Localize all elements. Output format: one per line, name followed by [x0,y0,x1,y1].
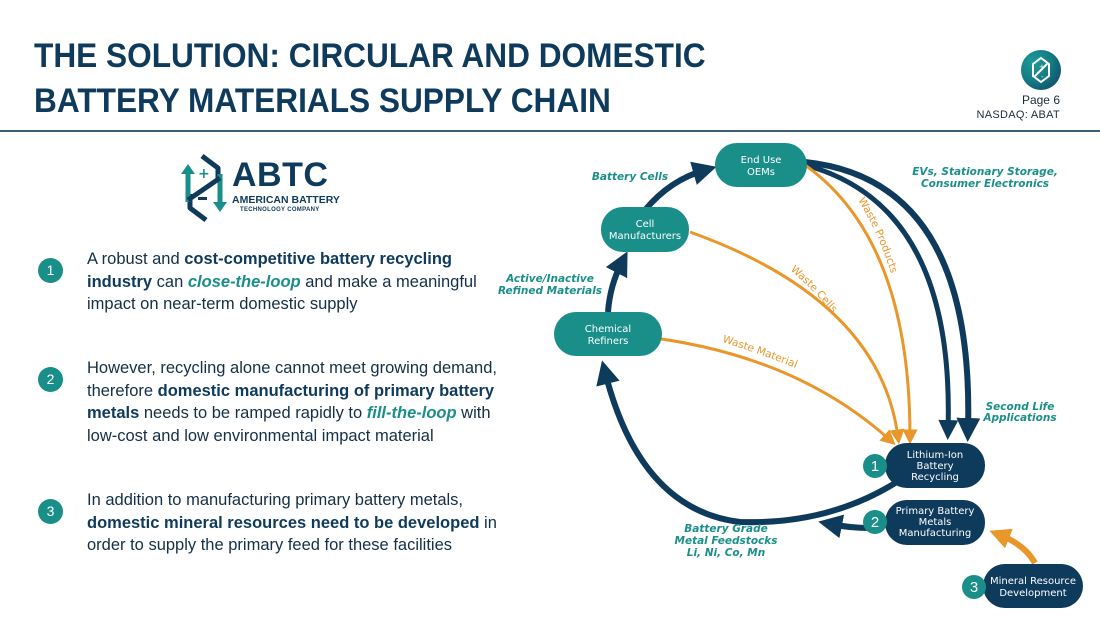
svg-text:Lithium-Ion: Lithium-Ion [907,450,963,461]
node-cell-manufacturers: Cell Manufacturers [601,207,689,252]
svg-text:1: 1 [871,458,879,475]
label-waste-products: Waste Products [855,195,899,274]
point-text: In addition to manufacturing primary bat… [87,489,497,557]
svg-text:Cell: Cell [636,219,655,230]
svg-text:+: + [198,166,210,182]
label-battery-cells: Battery Cells [592,171,668,183]
node-chemical-refiners: Chemical Refiners [554,312,662,356]
svg-text:Manufacturers: Manufacturers [609,231,681,242]
arrow-mineral-to-primary [989,528,1038,565]
label-waste-material: Waste Material [721,333,799,371]
label-second-life-line-1: Second Life [986,401,1055,413]
label-feedstock-line-3: Li, Ni, Co, Mn [687,547,765,559]
arrow-refiners-to-cell [605,251,628,313]
abtc-corner-logo-icon: + - [1021,50,1061,90]
node-li-ion-recycling: Lithium-Ion Battery Recycling [885,443,985,488]
point-number-badge: 3 [38,499,63,524]
svg-text:3: 3 [970,579,978,596]
svg-text:Metals: Metals [919,517,952,528]
svg-text:Refiners: Refiners [588,336,629,347]
svg-text:2: 2 [871,514,879,531]
svg-text:Primary Battery: Primary Battery [896,506,975,517]
brand-name: ABTC [232,156,329,194]
arrow-enduse-to-recycling-outer [804,159,981,442]
badge-3: 3 [962,575,986,599]
point-number-badge: 2 [38,367,63,392]
label-second-life-line-2: Applications [982,412,1056,424]
title-divider [0,130,1100,132]
abtc-logo-icon: + [181,154,227,222]
point-text-emphasis: domestic manufacturing of primary batter… [87,381,495,423]
badge-2: 2 [863,510,887,534]
svg-text:+: + [1039,63,1045,71]
badge-1: 1 [863,454,887,478]
node-primary-battery-metals: Primary Battery Metals Manufacturing [885,500,985,545]
brand-subtitle-line-1: AMERICAN BATTERY [232,194,340,206]
point-text-emphasis: domestic mineral resources need to be de… [87,513,480,532]
label-feedstock-line-1: Battery Grade [684,523,767,535]
svg-text:End Use: End Use [741,155,782,166]
point-text: However, recycling alone cannot meet gro… [87,357,497,447]
point-text-segment: with low-cost and low environmental impa… [87,404,491,445]
point-text-segment: In addition to manufacturing primary bat… [87,491,464,509]
arrow-waste-cells [689,230,905,445]
label-feedstock-line-2: Metal Feedstocks [675,535,778,547]
label-active-line-1: Active/Inactive [505,273,594,285]
title-line-2: BATTERY MATERIALS SUPPLY CHAIN [34,82,611,120]
point-text: A robust and cost-competitive battery re… [87,248,497,316]
svg-text:-: - [1041,73,1044,81]
point-text-segment: A robust and [87,250,185,268]
svg-text:Battery: Battery [916,461,953,472]
label-evs-line-1: EVs, Stationary Storage, [912,166,1058,178]
point-text-accent: fill-the-loop [366,404,457,422]
svg-text:OEMs: OEMs [747,167,775,178]
label-evs-line-2: Consumer Electronics [921,178,1049,190]
arrow-enduse-to-recycling-inner [804,162,959,440]
point-text-segment: and make a meaningful impact on near-ter… [87,272,477,314]
brand-subtitle-line-2: TECHNOLOGY COMPANY [240,207,320,213]
label-waste-cells: Waste Cells [788,263,839,315]
arrow-recycling-to-refiners [596,360,902,526]
stock-ticker: NASDAQ: ABAT [976,109,1060,121]
point-text-segment: in order to supply the primary feed for … [87,513,497,555]
arrow-waste-products [804,163,918,445]
svg-text:Development: Development [999,588,1066,599]
point-text-accent: close-the-loop [187,272,301,291]
svg-text:Mineral Resource: Mineral Resource [990,576,1076,587]
node-mineral-resource: Mineral Resource Development [983,564,1083,608]
point-text-emphasis: cost-competitive battery recycling indus… [87,250,453,291]
title-line-1: THE SOLUTION: CIRCULAR AND DOMESTIC [34,37,706,75]
point-text-segment: can [152,272,188,291]
point-number-badge: 1 [38,258,63,283]
label-active-line-2: Refined Materials [498,285,602,297]
arrow-waste-material [627,333,896,446]
svg-text:Chemical: Chemical [585,324,631,335]
page-number: Page 6 [1021,93,1060,107]
point-text-segment: However, recycling alone cannot meet gro… [87,359,497,400]
svg-text:Recycling: Recycling [911,472,959,483]
node-end-use-oems: End Use OEMs [715,143,807,187]
point-text-segment: needs to be ramped rapidly to [139,404,367,422]
arrow-cell-to-enduse [642,161,717,212]
svg-text:Manufacturing: Manufacturing [899,528,971,539]
brand-logo: + ABTC AMERICAN BATTERY TECHNOLOGY COMPA… [180,152,360,224]
page-title: THE SOLUTION: CIRCULAR AND DOMESTIC BATT… [34,34,741,124]
